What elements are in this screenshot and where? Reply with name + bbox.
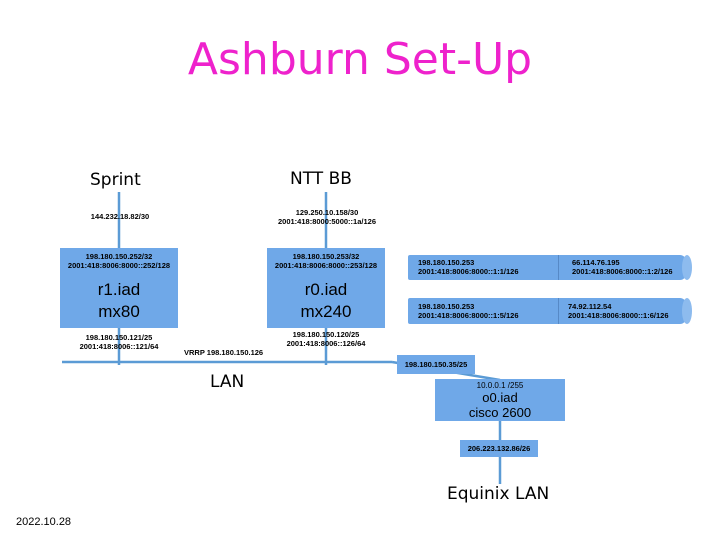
ntt-uplink-ipv4: 129.250.10.158/30 bbox=[295, 208, 359, 217]
router-r0[interactable]: 198.180.150.253/32 2001:418:8006:8000::2… bbox=[267, 248, 385, 328]
tunnel-1-remote-ipv6: 2001:418:8006:8000::1:2/126 bbox=[572, 267, 673, 276]
r1-loopback-ipv6: 2001:418:8006:8000::252/128 bbox=[67, 261, 171, 270]
router-o0[interactable]: 10.0.0.1 /255 o0.iad cisco 2600 bbox=[435, 379, 565, 421]
r0-lan-address: 198.180.150.120/25 2001:418:8006::126/64 bbox=[262, 330, 390, 348]
tunnel-2[interactable]: 198.180.150.253 2001:418:8006:8000::1:5/… bbox=[408, 298, 692, 324]
r0-name: r0.iad bbox=[304, 280, 348, 299]
tunnel-1-local-ipv4: 198.180.150.253 bbox=[418, 258, 475, 267]
tunnel-2-local: 198.180.150.253 2001:418:8006:8000::1:5/… bbox=[418, 302, 519, 320]
r1-lan-ipv4: 198.180.150.121/25 bbox=[85, 333, 153, 342]
equinix-link-address: 206.223.132.86/26 bbox=[460, 440, 538, 457]
o0-address: 10.0.0.1 /255 bbox=[476, 381, 524, 390]
o0-name: o0.iad bbox=[482, 390, 518, 405]
tunnel-2-remote: 74.92.112.54 2001:418:8006:8000::1:6/126 bbox=[568, 302, 669, 320]
tunnel-1-divider bbox=[558, 255, 559, 280]
sprint-uplink-ipv4: 144.232.18.82/30 bbox=[90, 212, 150, 221]
tunnel-1-remote: 66.114.76.195 2001:418:8006:8000::1:2/12… bbox=[572, 258, 673, 276]
r1-name: r1.iad bbox=[97, 280, 141, 299]
tunnel-1-end bbox=[682, 255, 692, 280]
tunnel-1-body bbox=[408, 255, 686, 280]
router-r1[interactable]: 198.180.150.252/32 2001:418:8006:8000::2… bbox=[60, 248, 178, 328]
lan-label: LAN bbox=[210, 372, 245, 392]
o0-lan-link-address: 198.180.150.35/25 bbox=[397, 355, 475, 374]
tunnel-1-remote-ipv4: 66.114.76.195 bbox=[572, 258, 620, 267]
page-title: Ashburn Set-Up bbox=[187, 34, 533, 85]
slide-date: 2022.10.28 bbox=[16, 516, 72, 528]
r1-lan-ipv6: 2001:418:8006::121/64 bbox=[79, 342, 159, 351]
isp-ntt-label: NTT BB bbox=[290, 169, 352, 189]
tunnel-2-remote-ipv6: 2001:418:8006:8000::1:6/126 bbox=[568, 311, 669, 320]
r0-lan-ipv6: 2001:418:8006::126/64 bbox=[286, 339, 366, 348]
tunnel-2-local-ipv6: 2001:418:8006:8000::1:5/126 bbox=[418, 311, 519, 320]
ntt-uplink-address: 129.250.10.158/30 2001:418:8000:5000::1a… bbox=[262, 208, 392, 226]
tunnel-1[interactable]: 198.180.150.253 2001:418:8006:8000::1:1/… bbox=[408, 255, 692, 280]
r0-loopback-ipv6: 2001:418:8006:8000::253/128 bbox=[274, 261, 378, 270]
tunnel-2-divider bbox=[558, 298, 559, 324]
tunnel-2-body bbox=[408, 298, 686, 324]
r0-lan-ipv4: 198.180.150.120/25 bbox=[292, 330, 360, 339]
tunnel-1-local-ipv6: 2001:418:8006:8000::1:1/126 bbox=[418, 267, 519, 276]
r0-model: mx240 bbox=[300, 302, 352, 321]
o0-model: cisco 2600 bbox=[468, 405, 532, 420]
r1-model: mx80 bbox=[98, 302, 140, 321]
ntt-uplink-ipv6: 2001:418:8000:5000::1a/126 bbox=[278, 217, 376, 226]
isp-equinix-label: Equinix LAN bbox=[447, 484, 550, 504]
tunnel-1-local: 198.180.150.253 2001:418:8006:8000::1:1/… bbox=[418, 258, 519, 276]
r0-loopback-ipv4: 198.180.150.253/32 bbox=[292, 252, 360, 261]
r1-loopback-ipv4: 198.180.150.252/32 bbox=[85, 252, 153, 261]
r1-lan-address: 198.180.150.121/25 2001:418:8006::121/64 bbox=[55, 333, 183, 351]
isp-sprint-label: Sprint bbox=[90, 170, 141, 190]
tunnel-2-local-ipv4: 198.180.150.253 bbox=[418, 302, 475, 311]
tunnel-2-remote-ipv4: 74.92.112.54 bbox=[568, 302, 612, 311]
vrrp-label: VRRP 198.180.150.126 bbox=[184, 348, 264, 357]
sprint-uplink-address: 144.232.18.82/30 bbox=[60, 212, 180, 221]
tunnel-2-end bbox=[682, 298, 692, 324]
